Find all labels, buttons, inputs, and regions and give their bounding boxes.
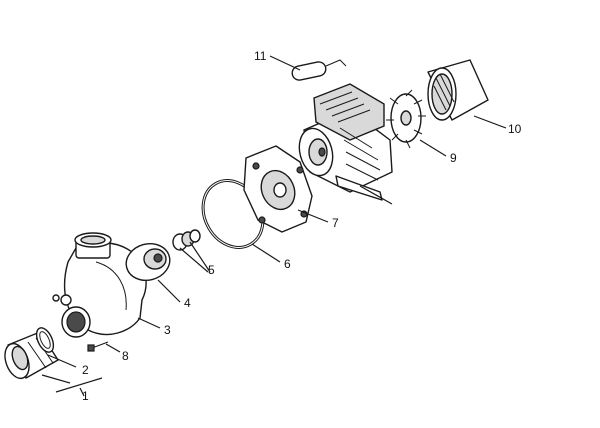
callout-2: 2 xyxy=(82,363,89,377)
callout-5: 5 xyxy=(208,263,215,277)
callout-6: 6 xyxy=(284,257,291,271)
callout-11: 11 xyxy=(254,49,267,63)
part-impeller xyxy=(125,243,171,281)
part-o-ring-small xyxy=(35,327,55,353)
callout-10: 10 xyxy=(508,122,522,136)
callout-7: 7 xyxy=(332,216,339,230)
part-seal xyxy=(172,229,201,251)
callout-3: 3 xyxy=(164,323,171,337)
callout-1: 1 xyxy=(82,389,89,403)
part-bolt xyxy=(87,341,109,352)
part-fan-cover xyxy=(427,59,489,121)
part-fan xyxy=(386,89,426,149)
callout-4: 4 xyxy=(184,296,191,310)
part-seal-plate xyxy=(243,145,313,233)
part-capacitor xyxy=(291,59,347,81)
leader-lines xyxy=(41,55,507,397)
callout-8: 8 xyxy=(122,349,129,363)
part-motor xyxy=(298,83,393,205)
callout-9: 9 xyxy=(450,151,457,165)
part-pump-housing xyxy=(52,232,147,338)
